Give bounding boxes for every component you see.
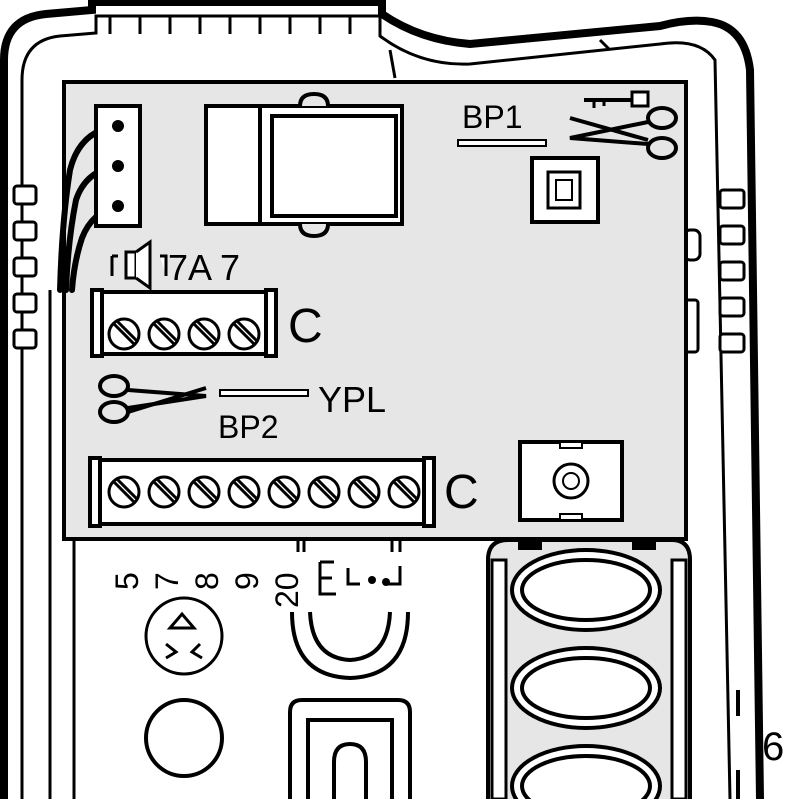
tamper-terminal-label: 7A 7 (168, 247, 240, 288)
tamper-switch (520, 442, 622, 520)
sensor-lens (292, 612, 408, 678)
right-side-notches (684, 190, 744, 352)
mounting-slot (290, 700, 410, 799)
bp2-label: BP2 (218, 409, 278, 445)
terminal-number: 8 (189, 572, 225, 590)
terminal-number: 5 (109, 572, 145, 590)
bp2-jumper-line (220, 390, 308, 396)
battery-cells (512, 550, 660, 799)
terminal-dot (382, 578, 390, 586)
terminal-dot (368, 576, 376, 584)
figure-number: 6 (762, 725, 784, 769)
recycle-icon (146, 598, 222, 674)
bp1-jumper-line (458, 140, 546, 146)
terminal-number: 9 (229, 572, 265, 590)
lower-terminal-block (90, 458, 434, 526)
mounting-hole (146, 700, 222, 776)
bp1-label: BP1 (462, 99, 522, 135)
c-upper-label: C (288, 300, 323, 353)
terminal-symbols (298, 540, 400, 594)
terminal-number: 7 (149, 572, 185, 590)
top-grille (110, 16, 610, 78)
terminal-number: 20 (269, 572, 305, 608)
c-lower-label: C (444, 466, 479, 519)
terminal-number-labels: 5 7 8 9 20 (109, 572, 305, 608)
relay-module (206, 94, 402, 236)
ypl-label: YPL (318, 379, 386, 420)
bp1-button (532, 158, 598, 222)
left-side-notches (14, 186, 36, 348)
